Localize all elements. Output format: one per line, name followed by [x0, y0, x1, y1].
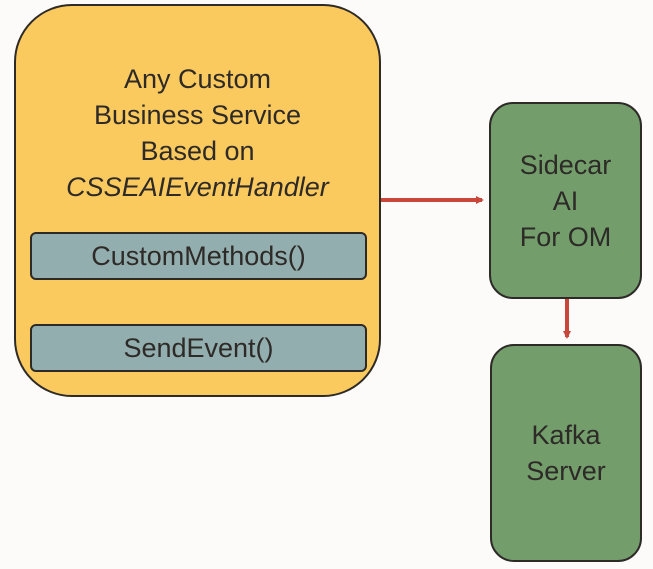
sidecar-label: Sidecar AI For OM: [491, 147, 640, 255]
service-title-line-4: CSSEAIEventHandler: [66, 172, 329, 202]
custom-business-service-box: Any Custom Business Service Based on CSS…: [14, 4, 381, 397]
sidecar-label-line-1: Sidecar: [519, 149, 612, 180]
sidecar-label-line-3: For OM: [519, 221, 612, 252]
service-title-line-3: Based on: [140, 136, 255, 166]
kafka-label-line-2: Server: [526, 456, 606, 486]
service-title-line-2: Business Service: [93, 100, 302, 130]
sidecar-ai-box: Sidecar AI For OM: [489, 102, 642, 299]
kafka-label-line-1: Kafka: [531, 420, 601, 450]
custom-methods-box: CustomMethods(): [30, 232, 367, 280]
kafka-label: Kafka Server: [492, 417, 640, 489]
send-event-box: SendEvent(): [30, 324, 367, 372]
sidecar-label-line-2: AI: [552, 185, 579, 216]
service-title: Any Custom Business Service Based on CSS…: [16, 61, 379, 205]
service-title-line-1: Any Custom: [123, 64, 272, 94]
kafka-server-box: Kafka Server: [490, 344, 642, 562]
